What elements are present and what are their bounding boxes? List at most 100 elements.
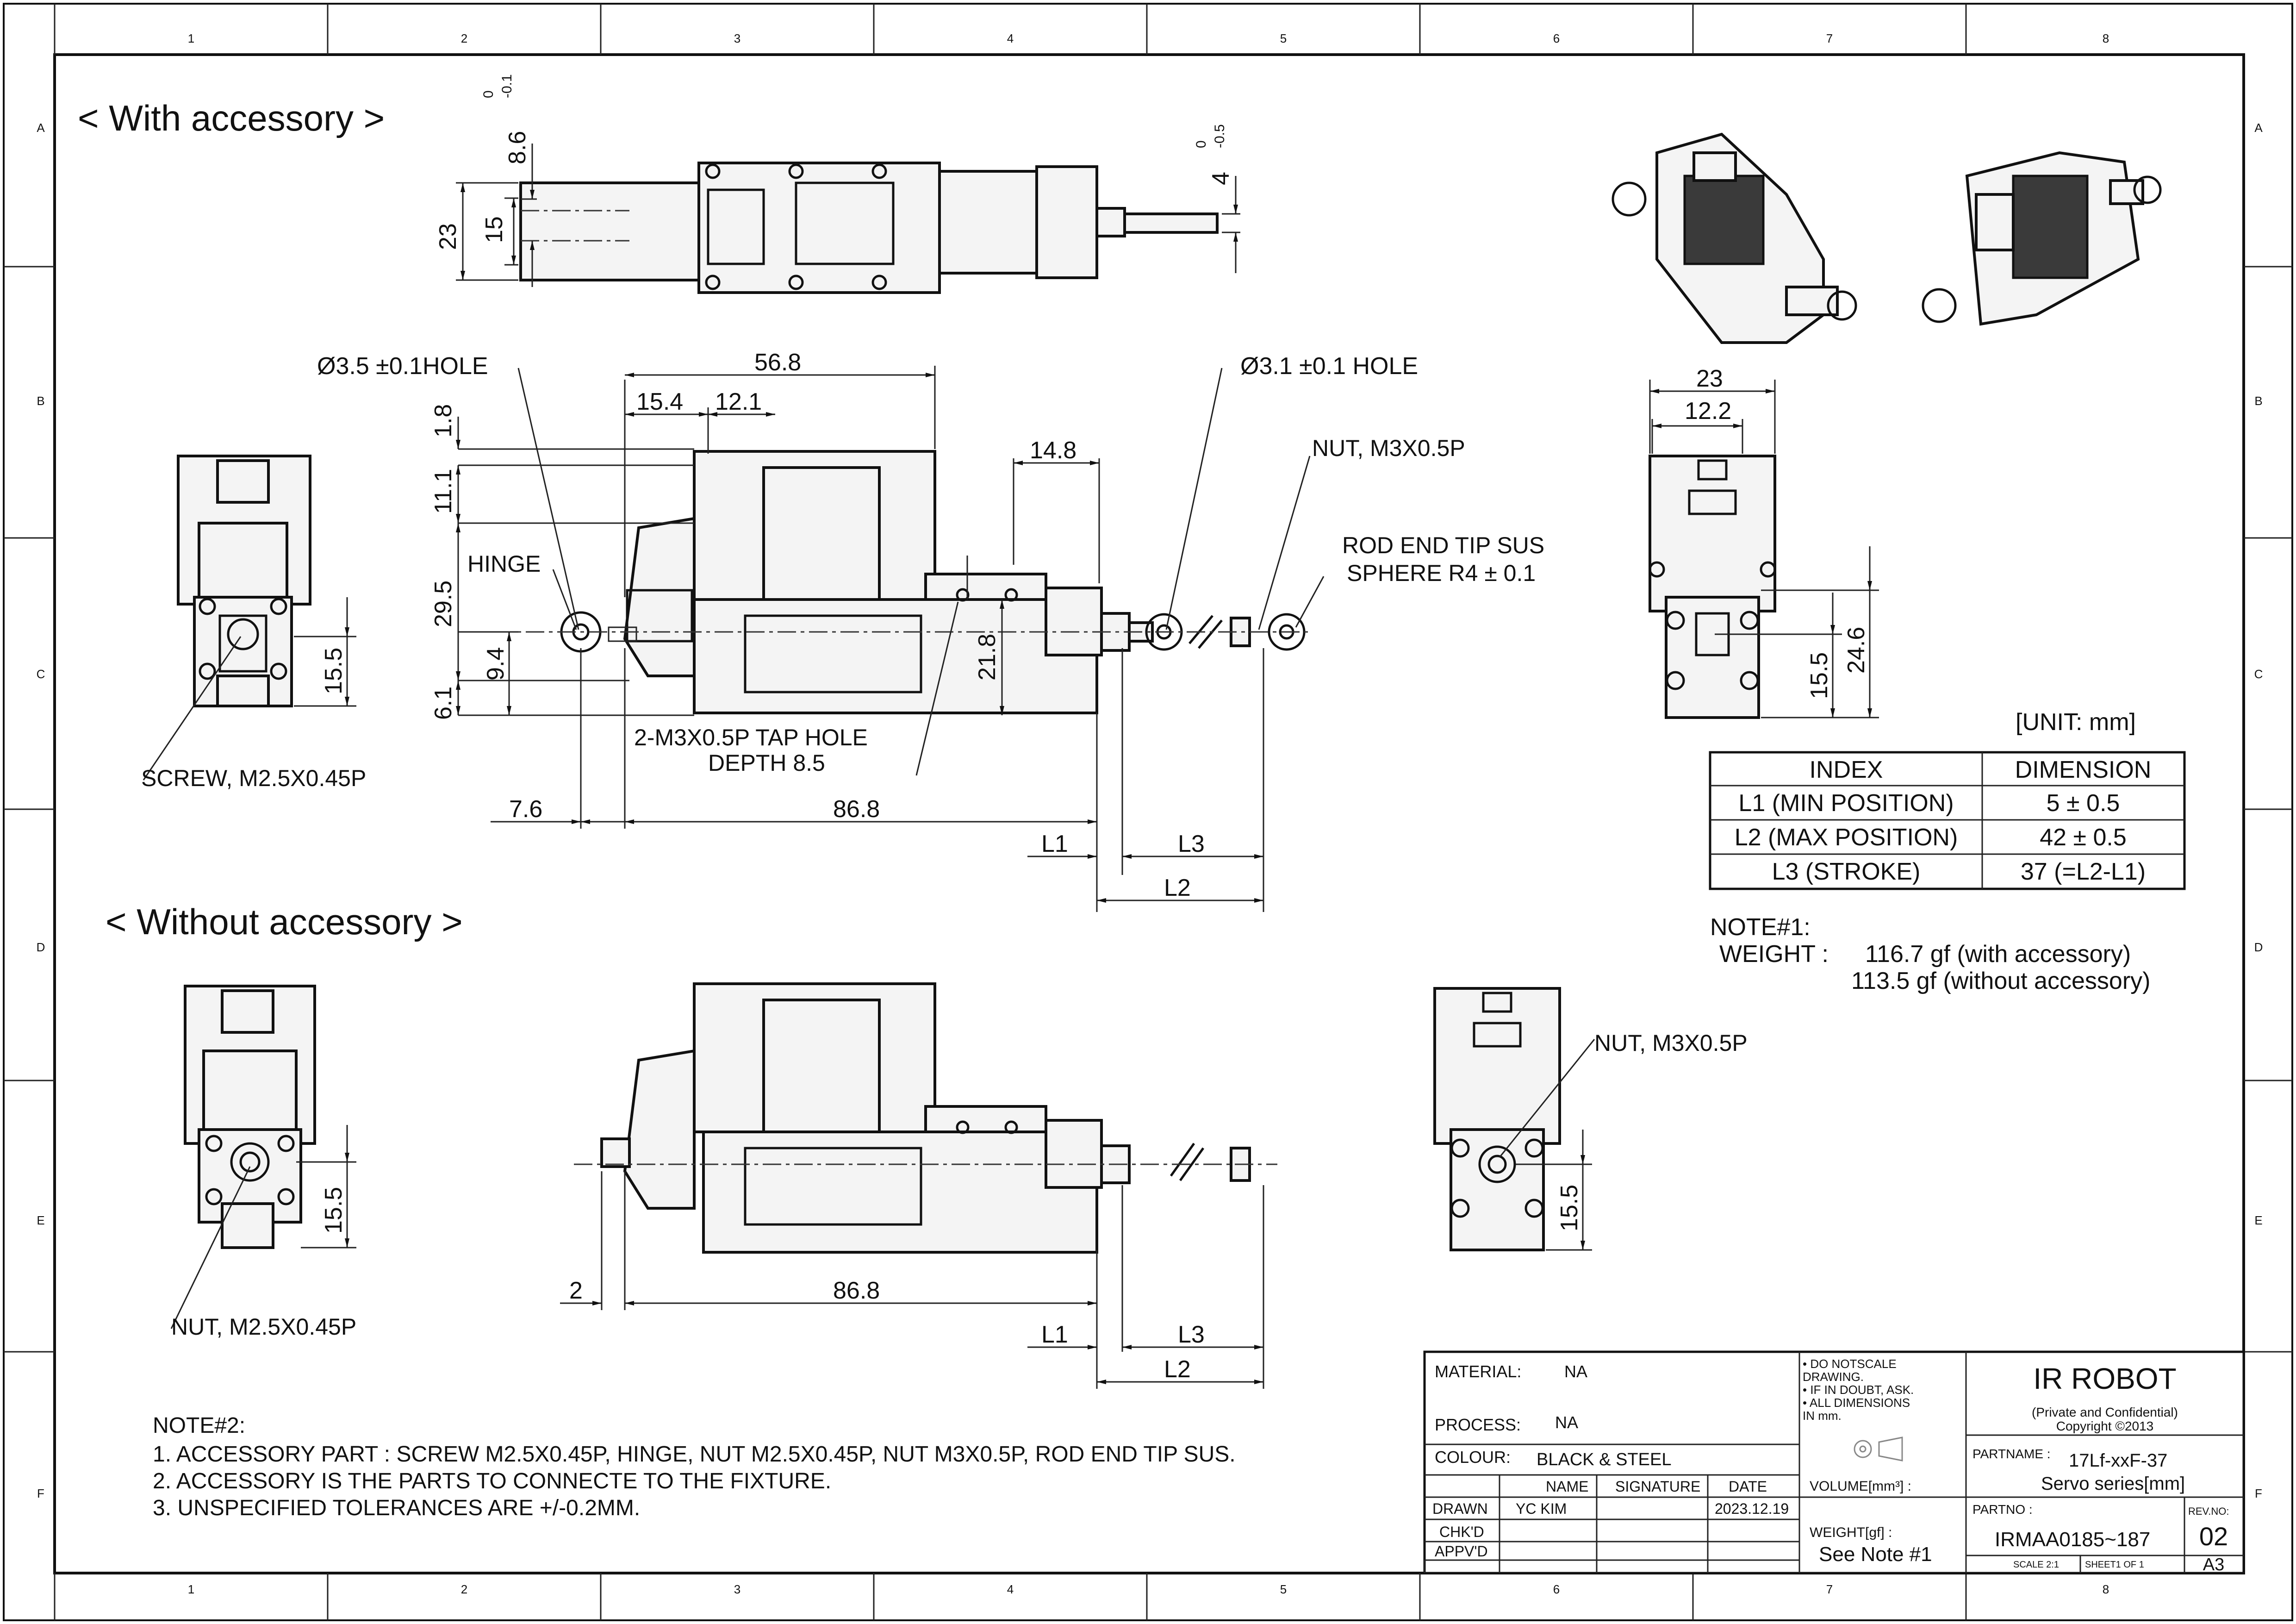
tb-col-date: DATE: [1729, 1478, 1767, 1495]
row-label-b: B: [37, 394, 44, 408]
without-accessory-title: < Without accessory >: [106, 901, 463, 942]
label-tap-depth: DEPTH 8.5: [708, 750, 825, 776]
table-header-index: INDEX: [1810, 756, 1883, 783]
dimension-table: INDEX DIMENSION L1 (MIN POSITION) 5 ± 0.…: [1709, 751, 2186, 890]
label-screw: SCREW, M2.5X0.45P: [141, 765, 366, 791]
end-view-without-accessory: NUT, M3X0.5P 15.5: [1433, 987, 1748, 1251]
side-view-without-accessory: 2 86.8 L1 L3 L2: [560, 982, 1277, 1389]
dim-front-bottom-15-5: 15.5: [320, 1187, 347, 1234]
dim-side-9-4: 9.4: [482, 647, 509, 681]
row-label-f: F: [37, 1487, 44, 1500]
col-label-8: 8: [2103, 31, 2109, 45]
tb-partno: IRMAA0185~187: [1995, 1528, 2150, 1551]
col-label-1: 1: [188, 31, 194, 45]
dim-bottom-l1: L1: [1041, 1321, 1068, 1348]
row-label-f-right: F: [2255, 1487, 2262, 1500]
title-block: MATERIAL: NA PROCESS: NA COLOUR: BLACK &…: [1423, 1350, 2245, 1574]
note-2: NOTE#2: 1. ACCESSORY PART : SCREW M2.5X0…: [153, 1413, 1236, 1520]
tb-weight-value: See Note #1: [1819, 1543, 1932, 1566]
tb-note-3: • IF IN DOUBT, ASK.: [1803, 1383, 1914, 1397]
dim-top-8-6: 8.6: [504, 131, 531, 164]
col-label-7: 7: [1826, 31, 1833, 45]
tb-conf-2: Copyright ©2013: [2056, 1419, 2154, 1433]
tb-weight-label: WEIGHT[gf] :: [1810, 1525, 1892, 1540]
note2-line-1: 1. ACCESSORY PART : SCREW M2.5X0.45P, HI…: [153, 1442, 1236, 1467]
note-1: NOTE#1: WEIGHT : 116.7 gf (with accessor…: [1710, 914, 2150, 994]
col-label-5-bottom: 5: [1280, 1582, 1287, 1596]
tb-note-5: IN mm.: [1803, 1409, 1842, 1423]
col-label-3: 3: [734, 31, 740, 45]
dim-end-23: 23: [1696, 365, 1723, 392]
col-label-6-bottom: 6: [1553, 1582, 1560, 1596]
end-view-with-accessory: 23 12.2 15.5 24.6: [1649, 365, 1879, 719]
dim-bottom-l3: L3: [1178, 1321, 1205, 1348]
dim-end-24-6: 24.6: [1843, 627, 1870, 674]
tb-process-label: PROCESS:: [1435, 1415, 1521, 1434]
dim-side-l1: L1: [1041, 831, 1068, 857]
row-label-b-right: B: [2254, 394, 2262, 408]
col-label-3-bottom: 3: [734, 1582, 740, 1596]
row-label-d: D: [37, 940, 45, 954]
top-view-with-accessory: 23 15 8.6 0 -0.1 4 0 -0.5: [435, 74, 1240, 294]
label-rod-end-2: SPHERE R4 ± 0.1: [1347, 560, 1536, 586]
col-label-8-bottom: 8: [2103, 1582, 2109, 1596]
dim-end-12-2: 12.2: [1685, 398, 1731, 425]
dim-side-86-8: 86.8: [833, 796, 880, 823]
dim-bottom-86-8: 86.8: [833, 1277, 880, 1304]
projection-symbol-icon: [1854, 1437, 1903, 1462]
dim-end-bottom-15-5: 15.5: [1556, 1185, 1583, 1231]
col-label-7-bottom: 7: [1826, 1582, 1833, 1596]
label-hole-3-1: Ø3.1 ±0.1 HOLE: [1240, 353, 1418, 380]
label-nut-m3-bottom: NUT, M3X0.5P: [1594, 1030, 1748, 1056]
dim-side-7-6: 7.6: [509, 796, 542, 823]
tb-company: IR ROBOT: [2033, 1362, 2176, 1395]
tb-note-2: DRAWING.: [1803, 1370, 1864, 1384]
dim-bottom-2: 2: [569, 1277, 583, 1304]
note1-weight-1: 116.7 gf (with accessory): [1865, 941, 2131, 968]
tb-material-label: MATERIAL:: [1435, 1362, 1521, 1381]
dim-top-8-6-tol-dn: -0.1: [499, 74, 515, 98]
col-label-1-bottom: 1: [188, 1582, 194, 1596]
dim-side-15-4: 15.4: [636, 388, 683, 415]
label-nut-m2-5: NUT, M2.5X0.45P: [171, 1314, 356, 1340]
dim-side-56-8: 56.8: [754, 349, 801, 376]
table-cell-l2: L2 (MAX POSITION): [1735, 824, 1958, 851]
tb-note-4: • ALL DIMENSIONS: [1803, 1396, 1910, 1410]
tb-drawn-label: DRAWN: [1432, 1500, 1488, 1517]
note1-title: NOTE#1:: [1710, 914, 1811, 941]
col-label-4: 4: [1007, 31, 1014, 45]
tb-colour: BLACK & STEEL: [1537, 1450, 1671, 1469]
table-cell-l3: L3 (STROKE): [1772, 858, 1921, 885]
col-label-2: 2: [461, 31, 467, 45]
dim-top-23: 23: [435, 223, 461, 250]
dim-side-1-8: 1.8: [430, 404, 457, 437]
tb-partname-label: PARTNAME :: [1972, 1447, 2051, 1461]
dim-top-15: 15: [481, 216, 508, 243]
table-cell-l2-dim: 42 ± 0.5: [2040, 824, 2127, 851]
label-tap-hole: 2-M3X0.5P TAP HOLE: [634, 725, 868, 750]
note1-weight-2: 113.5 gf (without accessory): [1851, 968, 2150, 994]
side-view-with-accessory: 1.8 11.1 29.5 9.4 6.1 56.8 15.4 12.1 14.…: [317, 349, 1544, 912]
row-label-c: C: [37, 667, 45, 681]
dim-top-4-tol-up: 0: [1194, 140, 1209, 148]
tb-rev: 02: [2199, 1522, 2228, 1551]
row-label-e: E: [37, 1213, 44, 1227]
tb-conf-1: (Private and Confidential): [2032, 1405, 2178, 1419]
tb-chkd-label: CHK'D: [1439, 1524, 1484, 1540]
tb-process: NA: [1555, 1413, 1578, 1432]
dim-side-21-8: 21.8: [974, 634, 1001, 681]
tb-col-name: NAME: [1546, 1478, 1588, 1495]
row-label-c-right: C: [2254, 667, 2263, 681]
tb-note-1: • DO NOTSCALE: [1803, 1357, 1897, 1371]
table-header-dimension: DIMENSION: [2015, 756, 2152, 783]
tb-rev-label: REV.NO:: [2188, 1505, 2229, 1517]
col-label-5: 5: [1280, 31, 1287, 45]
tb-sheet: SHEET1 OF 1: [2085, 1560, 2144, 1570]
tb-col-signature: SIGNATURE: [1615, 1478, 1700, 1495]
table-cell-l1: L1 (MIN POSITION): [1738, 790, 1954, 817]
note1-weight-label: WEIGHT :: [1719, 941, 1829, 968]
dim-side-l3: L3: [1178, 831, 1205, 857]
dim-end-15-5: 15.5: [1806, 652, 1833, 699]
col-label-6: 6: [1553, 31, 1560, 45]
row-label-e-right: E: [2254, 1213, 2262, 1227]
